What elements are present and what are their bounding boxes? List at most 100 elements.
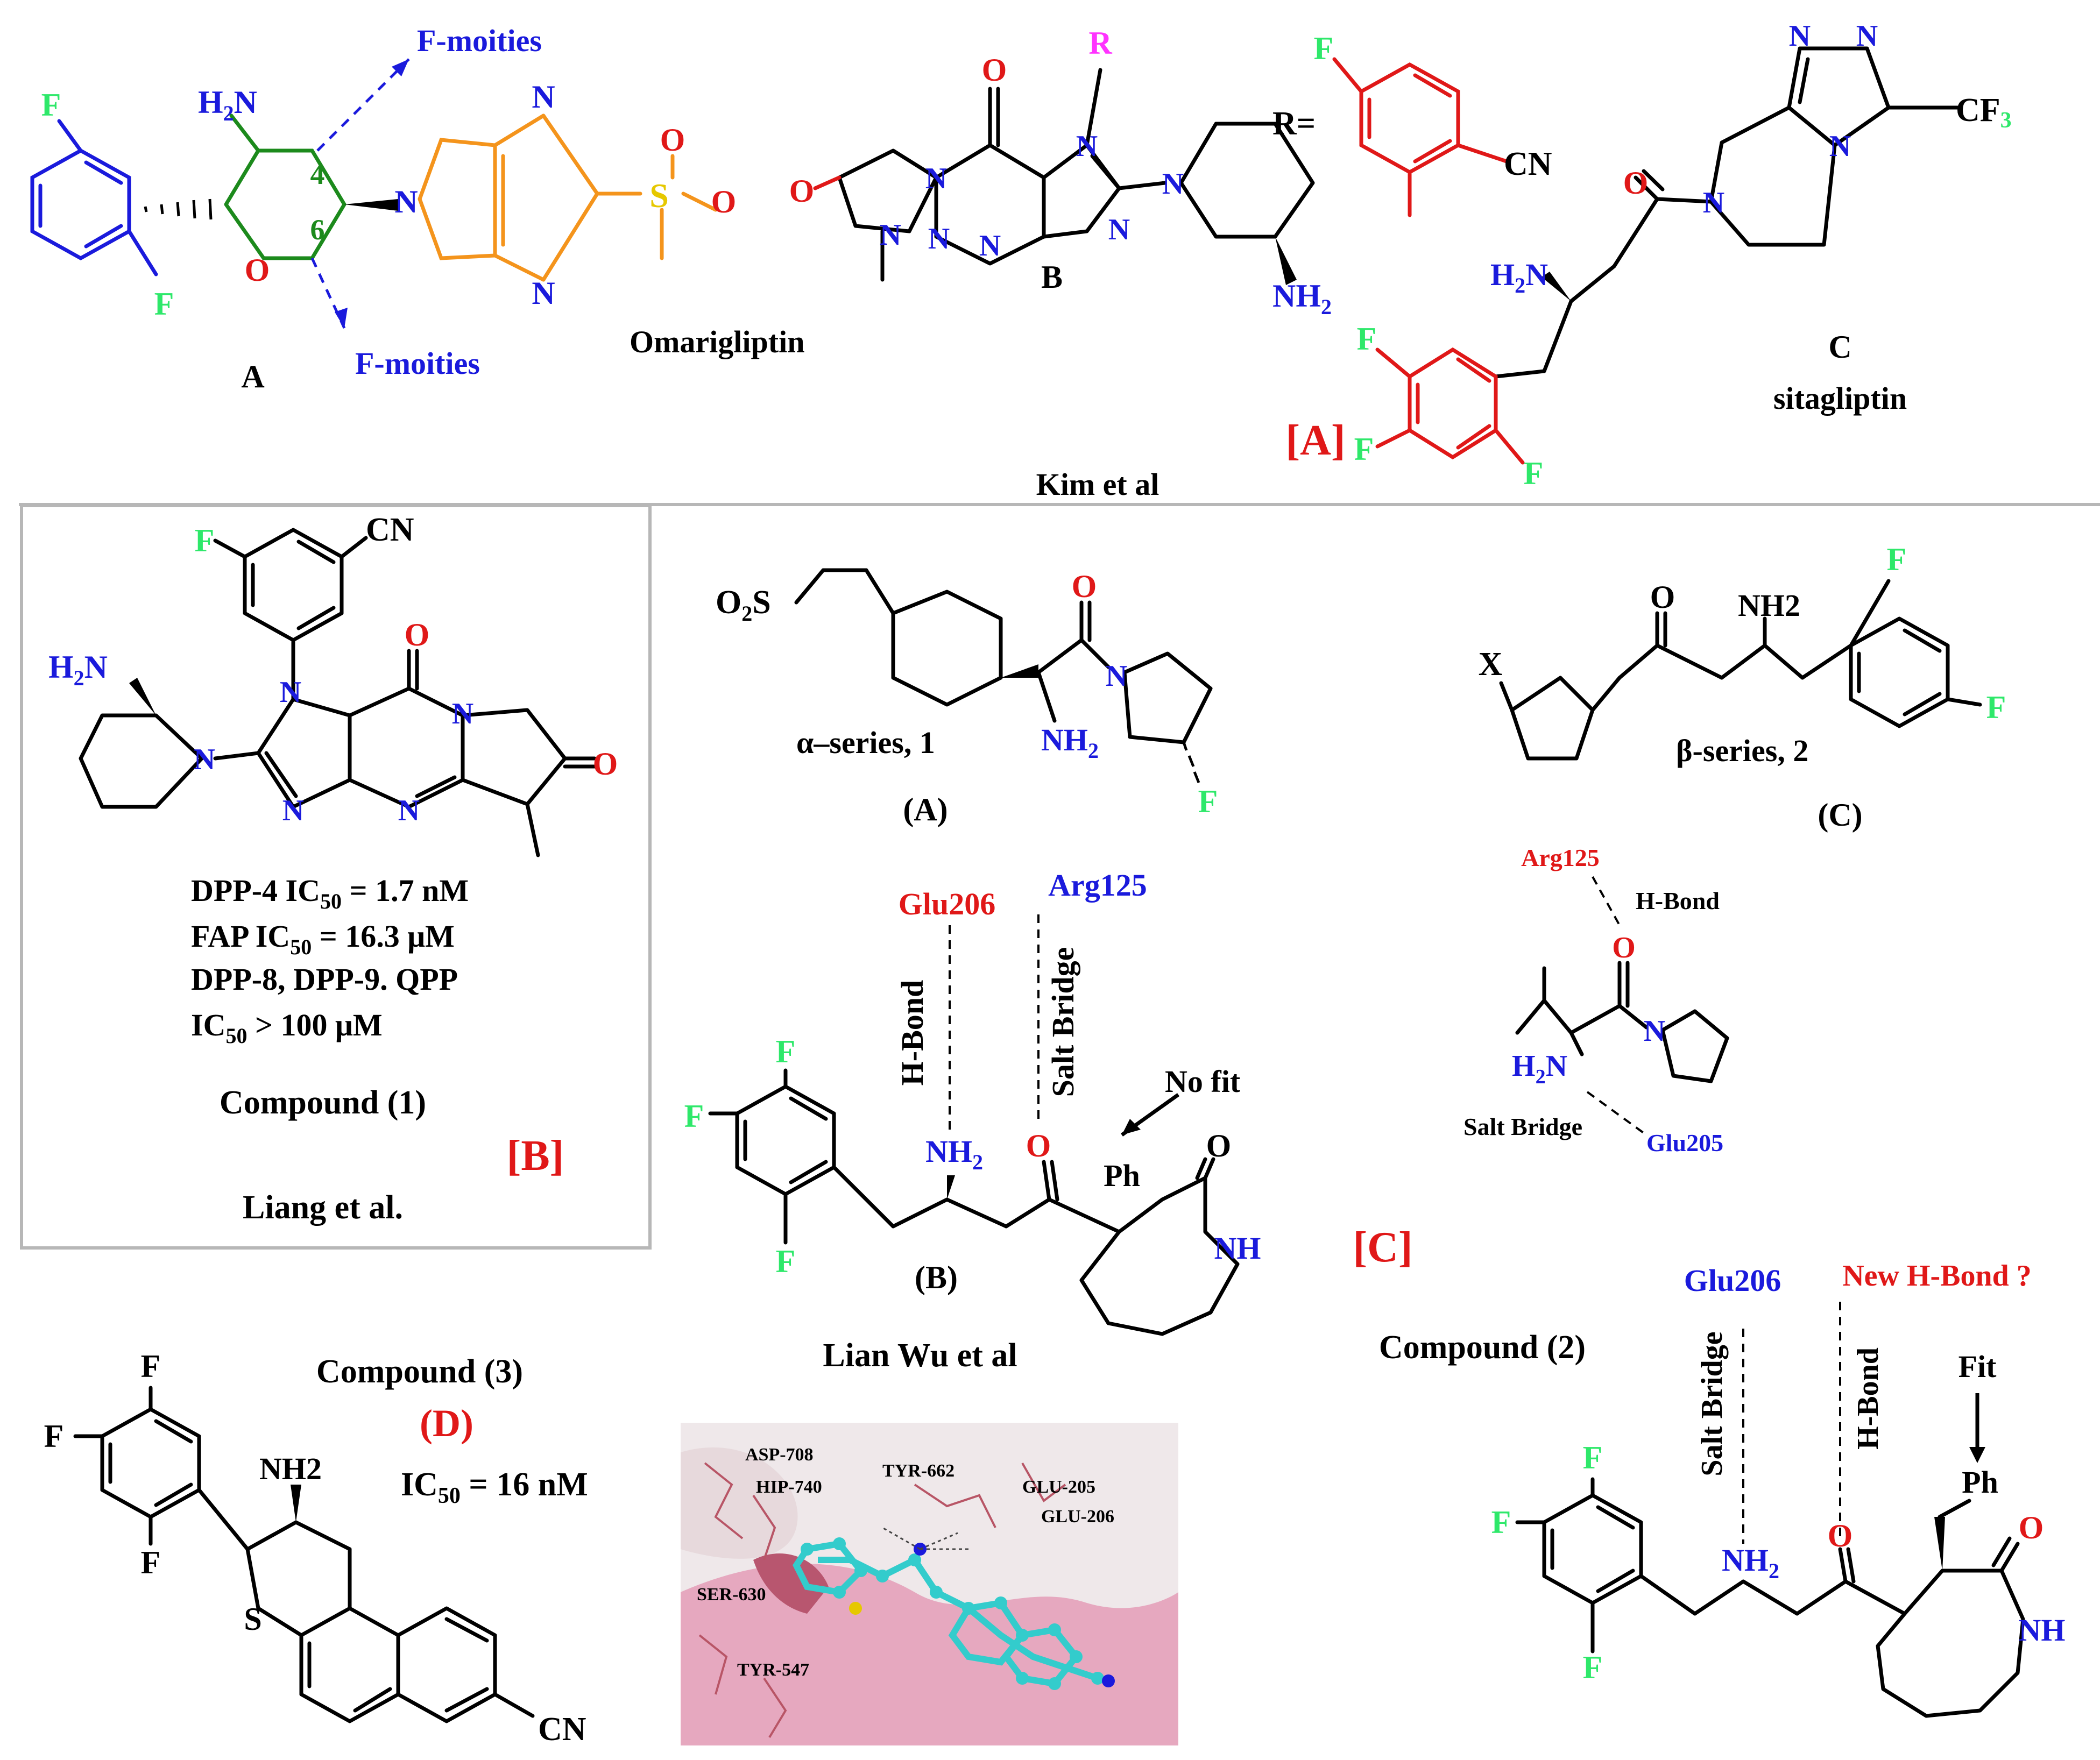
compound-2-structure [708, 914, 1240, 1336]
n-atom: N [394, 184, 418, 219]
f-atom: F [1314, 31, 1334, 66]
pyrrolidine-interaction [1515, 876, 1729, 1136]
fit-compound-structure [1515, 1302, 2025, 1718]
n-atom: N [1829, 130, 1851, 163]
ph-label: Ph [1104, 1158, 1140, 1193]
residue-label: TYR-662 [882, 1461, 954, 1481]
n-atom: N [280, 676, 301, 709]
activity-line-1: DPP-4 IC50 = 1.7 nM [191, 873, 469, 913]
structure-label-B: B [1041, 259, 1063, 295]
o-atom: O [1206, 1128, 1232, 1163]
sitagliptin-structure [1375, 46, 1961, 465]
position-4-label: 4 [310, 158, 325, 190]
panel-C-credit: Lian Wu et al [823, 1337, 1017, 1374]
f-atom: F [776, 1244, 796, 1279]
o-atom: O [2019, 1510, 2044, 1545]
n-atom: N [452, 697, 473, 730]
f-moities-bottom-label: F-moities [355, 346, 480, 381]
compound-3-structure [73, 1386, 535, 1723]
n-atom: N [1703, 186, 1724, 219]
activity-line-2: FAP IC50 = 16.3 μM [191, 919, 455, 959]
f-atom: F [154, 286, 174, 322]
activity-line-3: DPP-8, DPP-9. QPP [191, 962, 458, 997]
panel-C-tag: [C] [1353, 1224, 1412, 1271]
panel-A: F F H2N O 4 6 N N N S O O F-moities F-mo… [30, 19, 2012, 502]
f-atom: F [41, 87, 61, 123]
panel-A-tag: [A] [1285, 417, 1345, 464]
o-atom: O [593, 746, 618, 782]
sitagliptin-name: sitagliptin [1773, 381, 1907, 416]
f-atom: F [1491, 1504, 1511, 1540]
n-atom: N [532, 79, 555, 115]
alpha-sub-label: (A) [903, 792, 948, 827]
f-atom: F [1986, 690, 2006, 725]
beta-series-label: β-series, 2 [1676, 733, 1808, 768]
o-atom: O [789, 173, 815, 209]
n-atom: N [282, 794, 304, 827]
f-atom: F [44, 1418, 64, 1454]
o-atom: O [1072, 569, 1097, 604]
o-atom: O [405, 617, 430, 652]
cf3-label: CF3 [1956, 92, 2012, 133]
f-atom: F [776, 1034, 796, 1069]
o-atom: O [1026, 1128, 1051, 1163]
n-atom: N [1856, 19, 1878, 53]
cn-label: CN [538, 1711, 586, 1748]
nh2-label: NH2 [925, 1134, 983, 1174]
o-atom: O [245, 252, 270, 288]
ph-label: Ph [1962, 1465, 1998, 1500]
residue-label: ASP-708 [745, 1445, 814, 1465]
arg125-label: Arg125 [1521, 844, 1600, 871]
cn-label: CN [366, 512, 414, 548]
o-atom: O [1650, 579, 1675, 615]
ic50-label: IC50 = 16 nM [401, 1466, 588, 1508]
x-label: X [1479, 646, 1503, 683]
nh-label: NH [2019, 1613, 2066, 1648]
docking-image [681, 1423, 1178, 1745]
n-atom: N [1108, 213, 1130, 246]
omarigliptin-name: Omarigliptin [630, 324, 804, 359]
r-equals-label: R= [1272, 105, 1316, 142]
arg125-label: Arg125 [1048, 868, 1147, 903]
panel-A-credit: Kim et al [1036, 467, 1159, 502]
f-atom: F [1354, 431, 1374, 467]
b-sub-label: (B) [915, 1260, 958, 1295]
salt-bridge-label: Salt Bridge [1463, 1113, 1582, 1140]
h2n-label: H2N [198, 84, 257, 125]
docking-residue-labels: ASP-708 TYR-662 HIP-740 GLU-205 GLU-206 … [697, 1445, 1114, 1680]
nh2-label: NH2 [1738, 588, 1800, 623]
f-atom: F [1887, 542, 1907, 577]
glu205-label: Glu205 [1646, 1129, 1723, 1156]
n-atom: N [1162, 167, 1184, 201]
panel-B: F CN H2N O O N N N N N N DPP-4 IC50 = 1.… [48, 512, 618, 1226]
f-atom: F [1357, 321, 1377, 357]
o-atom: O [1828, 1518, 1853, 1553]
omarigliptin-structure [30, 58, 718, 329]
glu206-label: Glu206 [1684, 1263, 1781, 1298]
o-atom: O [660, 122, 685, 158]
residue-label: GLU-206 [1041, 1507, 1114, 1527]
s-atom: S [244, 1601, 261, 1637]
salt-bridge-label: Salt Bridge [1045, 947, 1080, 1097]
h2n-label: H2N [1490, 257, 1548, 297]
structure-label-A: A [241, 359, 264, 394]
n-atom: N [194, 743, 215, 776]
new-h-bond-label: New H-Bond ? [1842, 1259, 2032, 1293]
nh-label: NH [1214, 1231, 1261, 1266]
n-atom: N [880, 218, 901, 252]
n-atom: N [398, 794, 420, 827]
salt-bridge-label: Salt Bridge [1695, 1331, 1729, 1476]
f-atom: F [684, 1098, 704, 1134]
panel-B-credit: Liang et al. [243, 1189, 403, 1226]
residue-label: SER-630 [697, 1585, 766, 1605]
f-atom: F [1583, 1440, 1603, 1475]
n-atom: N [925, 162, 947, 195]
h2n-label: H2N [48, 649, 108, 690]
f-atom: F [1198, 784, 1218, 819]
structure-B [813, 57, 1509, 285]
o-atom: O [982, 52, 1007, 88]
residue-label: GLU-205 [1022, 1477, 1095, 1497]
panel-D: F F F NH2 S CN Compound (3) (D) IC50 = 1… [44, 1349, 1178, 1748]
f-moities-top-label: F-moities [417, 23, 542, 58]
h2n-label: H2N [1512, 1049, 1567, 1088]
